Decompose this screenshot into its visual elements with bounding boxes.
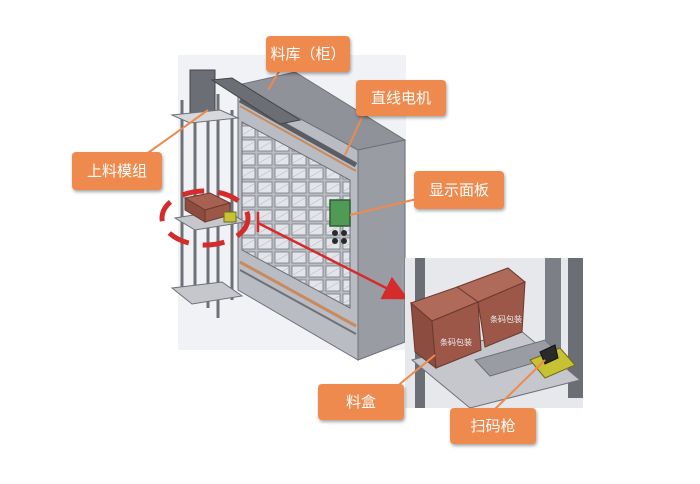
- box-label: 条码包装: [440, 337, 472, 347]
- highlight-arrow: [257, 221, 409, 300]
- label-cabinet: 料库（柜）: [266, 36, 350, 72]
- label-material-box: 料盒: [318, 384, 404, 420]
- label-loading-module: 上料模组: [72, 152, 162, 190]
- leader-box: [394, 354, 436, 389]
- bottom-rail-edge: [239, 269, 357, 335]
- leader-loading: [144, 109, 209, 156]
- linear-rail-strip: [239, 105, 357, 172]
- panel-button: [332, 238, 338, 244]
- base-plate: [170, 281, 244, 305]
- leader-scanner: [491, 359, 546, 413]
- label-scanner: 扫码枪: [450, 408, 536, 444]
- panel-button: [341, 230, 347, 236]
- display-screen: [329, 199, 351, 227]
- scanner-small: [223, 211, 237, 223]
- label-linear-motor: 直线电机: [356, 80, 446, 116]
- leader-display: [349, 197, 422, 216]
- label-display-panel: 显示面板: [414, 171, 504, 209]
- highlight-circle: [159, 188, 251, 248]
- cabinet-side-face: [357, 139, 406, 361]
- storage-slots: [241, 121, 351, 309]
- callout-leaders: [144, 69, 546, 413]
- drive-motor: [189, 69, 216, 116]
- loading-module: [170, 69, 302, 318]
- detail-view: 条码包装 条码包装: [405, 258, 583, 409]
- gantry-arm: [210, 77, 302, 125]
- box-label: 条码包装: [490, 314, 522, 324]
- panel-button: [332, 230, 338, 236]
- storage-cabinet: [236, 71, 407, 361]
- panel-button: [341, 238, 347, 244]
- bottom-rail: [239, 260, 357, 328]
- leader-cabinet: [267, 69, 281, 91]
